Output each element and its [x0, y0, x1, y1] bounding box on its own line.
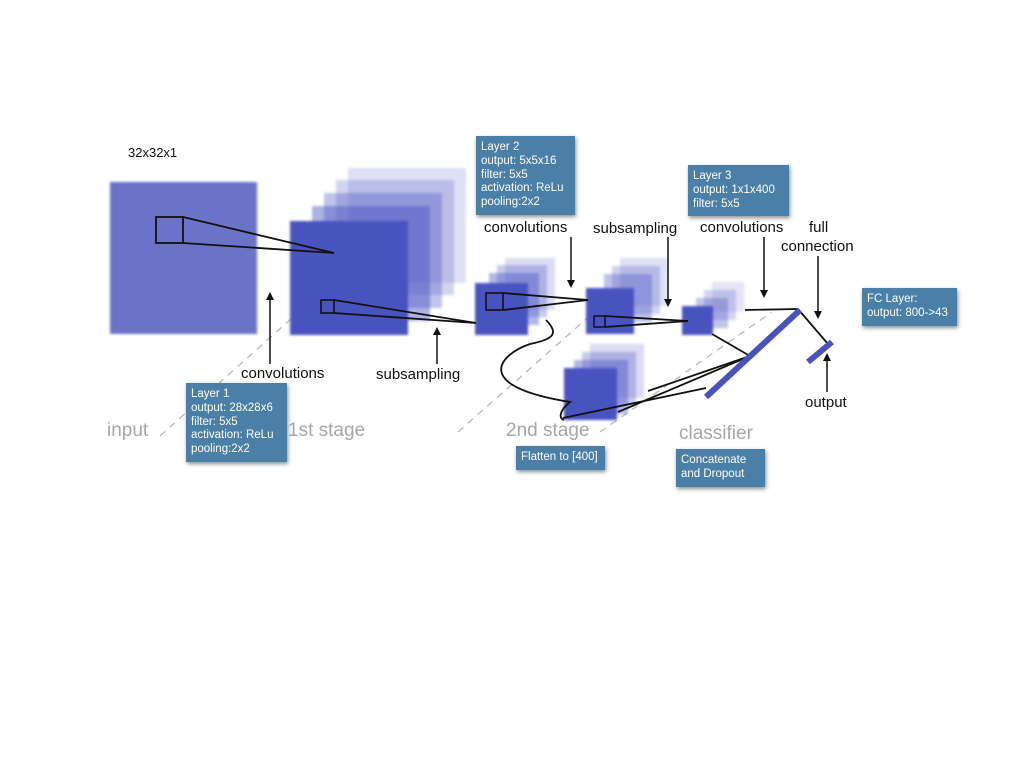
layer2-info-box: Layer 2 output: 5x5x16 filter: 5x5 activ…	[476, 136, 575, 215]
stage-classifier-label: classifier	[679, 423, 753, 444]
sub1-label: subsampling	[376, 366, 461, 383]
concat-dropout-bar	[703, 307, 803, 400]
conv2-label: convolutions	[484, 219, 568, 236]
output-label: output	[805, 394, 847, 411]
input-map	[110, 182, 257, 334]
layer3-stack	[682, 282, 744, 335]
stage1-feature-map	[290, 221, 408, 335]
concat-dropout-info-box: Concatenate and Dropout	[676, 449, 765, 487]
fc-layer-info-box: FC Layer: output: 800->43	[862, 288, 957, 326]
stage-2nd-label: 2nd stage	[506, 420, 590, 441]
flatten-info-box: Flatten to [400]	[516, 446, 605, 470]
conv1-label: convolutions	[241, 365, 325, 382]
conv3-label: convolutions	[700, 219, 784, 236]
full-connection-label-line1: full	[809, 219, 829, 236]
stage-input-label: input	[107, 420, 149, 441]
input-size-label: 32x32x1	[128, 145, 178, 160]
connection-lines	[182, 216, 829, 421]
full-connection-label-line2: connection	[781, 238, 854, 255]
sub2-label: subsampling	[593, 220, 678, 237]
divider-stage1-stage2	[457, 313, 593, 433]
stage2-sub-receptive-field	[593, 315, 606, 328]
stage2-conv-map	[475, 283, 528, 335]
layer3-info-box: Layer 3 output: 1x1x400 filter: 5x5	[688, 165, 789, 217]
stage1-feature-stack	[290, 168, 466, 335]
stage1-receptive-field	[320, 299, 335, 314]
stage-1st-label: 1st stage	[288, 420, 366, 441]
layer1-info-box: Layer 1 output: 28x28x6 filter: 5x5 acti…	[186, 383, 287, 462]
flatten-stack	[564, 344, 644, 420]
divider-stage2-classifier	[599, 311, 773, 433]
stage2-receptive-field	[485, 292, 504, 311]
input-receptive-field	[155, 216, 184, 244]
fc-output-bar	[806, 339, 834, 365]
label-arrows	[266, 237, 831, 392]
